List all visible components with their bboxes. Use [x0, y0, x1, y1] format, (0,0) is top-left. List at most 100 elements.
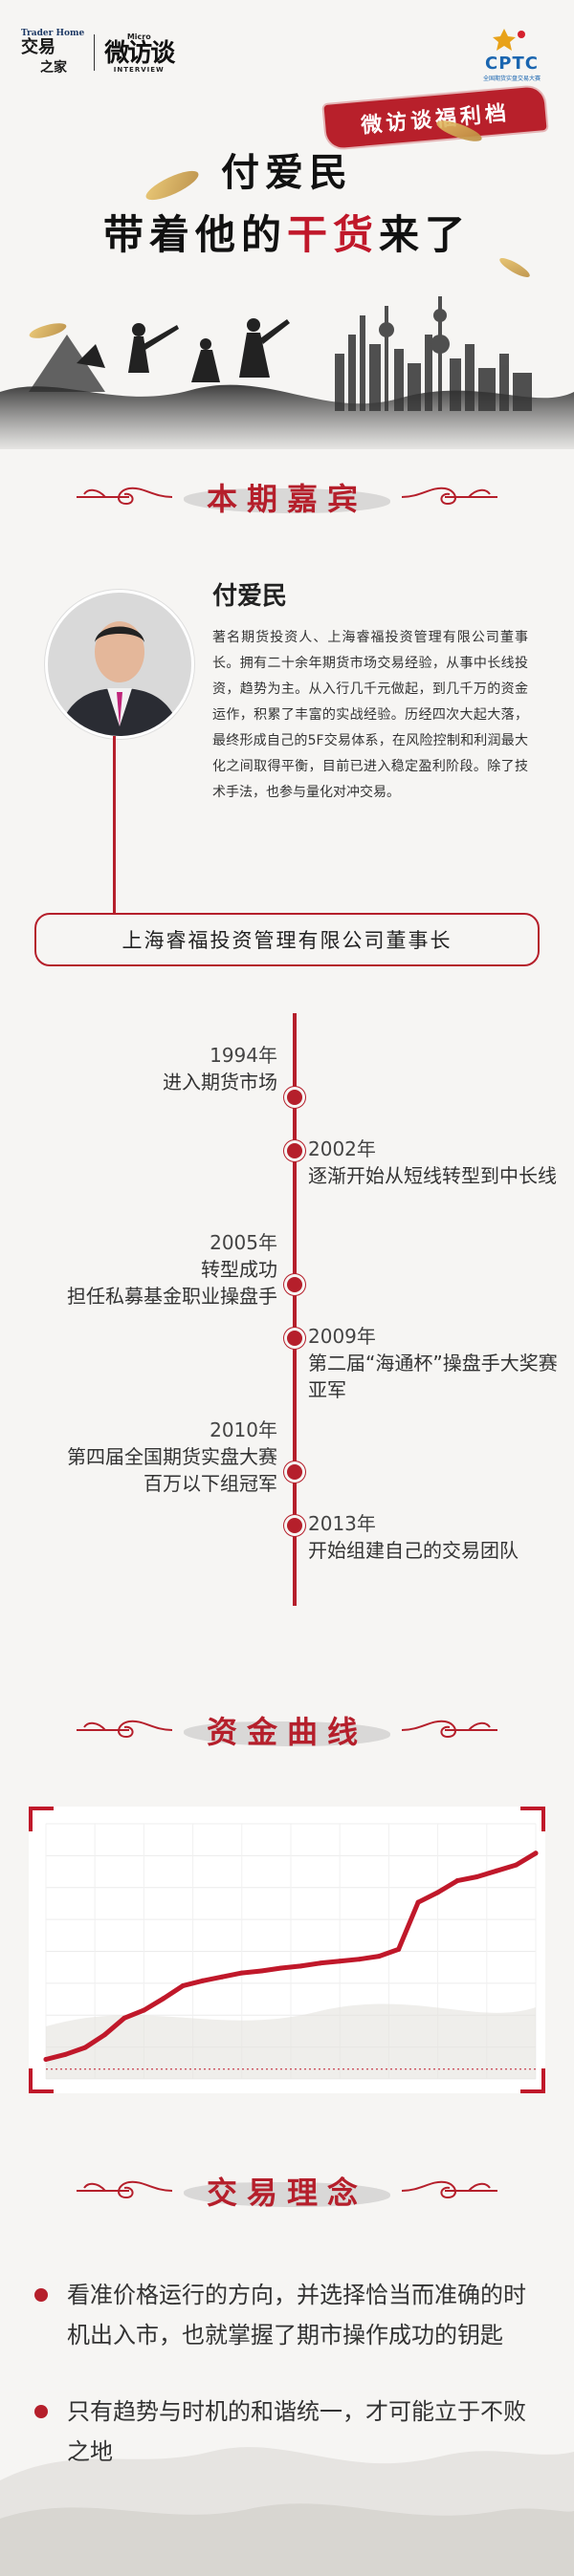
bottom-mountain-mist [0, 2447, 574, 2576]
guest-name: 付爱民 [212, 582, 288, 611]
equity-data-point [62, 2051, 68, 2057]
timeline-dot [287, 1331, 302, 1346]
equity-data-point [278, 1965, 284, 1971]
equity-data-point [82, 2045, 88, 2050]
timeline-year: 2009年 [308, 1325, 376, 1348]
swirl-left-icon [76, 2180, 172, 2199]
equity-data-point [101, 2032, 107, 2038]
timeline-dot [287, 1464, 302, 1480]
swirl-right-icon [402, 2180, 497, 2199]
trader-home-cn-1: 交易 [21, 37, 55, 57]
bullet-dot-icon [34, 2288, 48, 2302]
equity-data-point [376, 1954, 382, 1959]
bio-connector-line [113, 736, 116, 922]
guest-portrait [48, 593, 191, 736]
timeline-text: 第二届“海通杯”操盘手大奖赛亚军 [308, 1352, 558, 1401]
timeline-entry: 2002年逐渐开始从短线转型到中长线 [308, 1136, 566, 1189]
micro-cn: 微访谈 [104, 38, 175, 68]
section-text-equity: 资金曲线 [206, 1714, 367, 1750]
timeline-text: 担任私募基金职业操盘手 [67, 1285, 277, 1308]
micro-interview-logo[interactable]: Micro 微访谈 INTERVIEW [104, 32, 175, 74]
headline-post: 来了 [379, 211, 472, 258]
timeline-year: 2005年 [210, 1231, 277, 1254]
philosophy-points: 看准价格运行的方向，并选择恰当而准确的时机出入市，也就掌握了期市操作成功的钥匙 … [34, 2275, 541, 2508]
headline-tagline: 带着他的干货来了 [0, 203, 574, 261]
section-title-philosophy: 交易理念 [0, 2162, 574, 2219]
cptc-text: CPTC [485, 54, 539, 74]
equity-data-point [415, 1899, 421, 1905]
timeline-text: 进入期货市场 [163, 1071, 277, 1093]
timeline-dot [287, 1277, 302, 1292]
equity-data-point [337, 1959, 342, 1964]
section-text-philosophy: 交易理念 [206, 2175, 367, 2211]
headline-red-word: 干货 [286, 211, 379, 258]
equity-data-point [357, 1957, 363, 1962]
equity-data-point [43, 2056, 49, 2062]
equity-data-point [454, 1878, 460, 1884]
chart-corner-bl [29, 2068, 54, 2093]
portrait-illustration [48, 593, 191, 736]
chart-corner-tr [520, 1807, 545, 1831]
timeline-dot [287, 1143, 302, 1158]
timeline-entry: 1994年进入期货市场 [0, 1042, 277, 1095]
cptc-subtitle: 全国期货实盘交易大赛 [482, 76, 541, 82]
micro-en-small: Micro [126, 32, 151, 41]
timeline-entry: 2013年开始组建自己的交易团队 [308, 1510, 566, 1564]
timeline-year: 2002年 [308, 1137, 376, 1160]
trader-home-cn-2: 之家 [40, 60, 67, 76]
chart-mountain-mist [46, 2003, 536, 2079]
swirl-left-icon [76, 487, 172, 506]
section-title-guest: 本期嘉宾 [0, 468, 574, 526]
header-banner: Trader Home 交易 之家 Micro 微访谈 INTERVIEW CP… [0, 0, 574, 449]
equity-data-point [475, 1873, 480, 1879]
equity-data-point [219, 1974, 225, 1980]
equity-data-point [298, 1963, 303, 1969]
timeline-axis [293, 1013, 297, 1606]
equity-curve-svg [29, 1807, 545, 2093]
trader-home-logo[interactable]: Trader Home 交易 之家 [21, 29, 84, 76]
equity-curve-chart [29, 1807, 545, 2093]
section-text-guest: 本期嘉宾 [206, 481, 367, 517]
equity-series-line [43, 1851, 539, 2062]
timeline-entry: 2005年转型成功担任私募基金职业操盘手 [0, 1229, 277, 1310]
section-label-philosophy: 交易理念 [183, 2169, 390, 2213]
philosophy-point: 只有趋势与时机的和谐统一，才可能立于不败之地 [34, 2392, 541, 2472]
equity-data-point [121, 2015, 127, 2021]
micro-en: INTERVIEW [113, 65, 165, 74]
equity-data-point [141, 2007, 146, 2013]
equity-data-point [318, 1960, 323, 1966]
timeline-text: 逐渐开始从短线转型到中长线 [308, 1164, 557, 1187]
chart-corner-br [520, 2068, 545, 2093]
brand-logos: Trader Home 交易 之家 Micro 微访谈 INTERVIEW [21, 29, 175, 76]
swirl-right-icon [402, 1720, 497, 1739]
equity-data-point [514, 1862, 519, 1868]
equity-data-point [435, 1890, 441, 1895]
swirl-right-icon [402, 487, 497, 506]
timeline-year: 1994年 [210, 1044, 277, 1067]
equity-data-point [533, 1851, 539, 1856]
equity-data-point [161, 1996, 166, 2002]
section-label-guest: 本期嘉宾 [183, 475, 390, 519]
headline-name: 付爱民 [221, 150, 353, 195]
timeline-entry: 2010年第四届全国期货实盘大赛百万以下组冠军 [0, 1417, 277, 1497]
timeline-text: 转型成功 [201, 1258, 277, 1281]
timeline-text: 开始组建自己的交易团队 [308, 1539, 519, 1562]
ink-landscape-illustration [0, 296, 574, 449]
equity-data-point [494, 1868, 499, 1873]
cptc-logo[interactable]: CPTC 全国期货实盘交易大赛 [469, 25, 555, 82]
welfare-stamp: 微访谈福利档 [323, 86, 547, 149]
timeline-entry: 2009年第二届“海通杯”操盘手大奖赛亚军 [308, 1323, 566, 1403]
section-title-equity: 资金曲线 [0, 1701, 574, 1759]
company-title-box: 上海睿福投资管理有限公司董事长 [34, 913, 540, 966]
cptc-star-icon [493, 29, 525, 51]
equity-data-point [200, 1978, 206, 1983]
chart-corner-tl [29, 1807, 54, 1831]
swirl-left-icon [76, 1720, 172, 1739]
philosophy-point-text: 看准价格运行的方向，并选择恰当而准确的时机出入市，也就掌握了期市操作成功的钥匙 [67, 2282, 526, 2349]
philosophy-point-text: 只有趋势与时机的和谐统一，才可能立于不败之地 [67, 2398, 526, 2465]
section-label-equity: 资金曲线 [183, 1708, 390, 1752]
timeline-dot [287, 1518, 302, 1533]
logo-divider [94, 34, 96, 71]
timeline-dot [287, 1090, 302, 1105]
